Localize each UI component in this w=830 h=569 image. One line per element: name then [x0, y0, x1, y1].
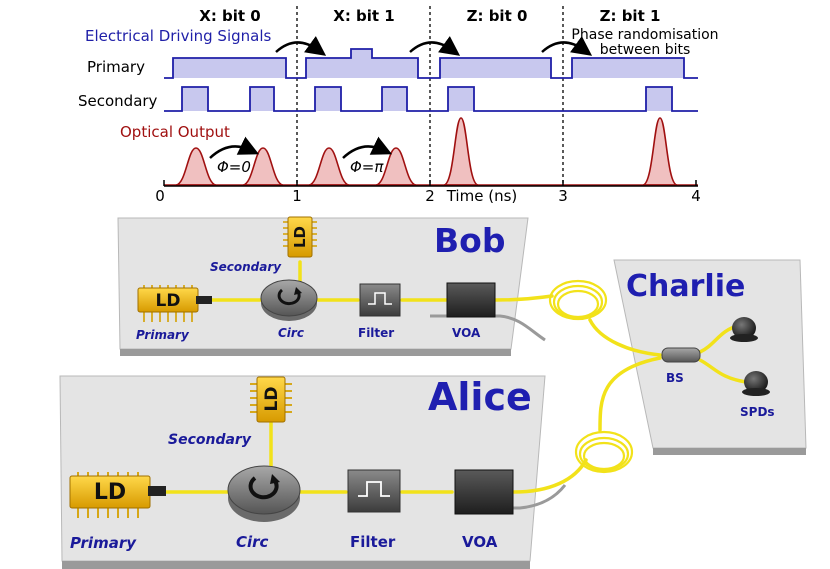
- grey-fiber-segments: [430, 314, 567, 510]
- bob-circ-label: Circ: [278, 326, 304, 340]
- optical-pulse: [175, 147, 217, 186]
- bob-primary-ld-label: LD: [156, 291, 181, 311]
- charlie-title: Charlie: [626, 269, 745, 304]
- optical-pulse: [308, 147, 350, 186]
- alice-primary-ld-label: LD: [94, 480, 126, 505]
- tick-2: 2: [425, 187, 435, 205]
- optical-pulse: [242, 147, 284, 186]
- alice-secondary-label: Secondary: [168, 432, 252, 448]
- bit-header-z1: Z: bit 1: [600, 7, 661, 25]
- bob-filter: [359, 283, 401, 317]
- primary-signal-label: Primary: [87, 58, 145, 76]
- optical-pulses: [175, 117, 678, 186]
- electrical-title: Electrical Driving Signals: [85, 27, 272, 45]
- optical-pulse: [443, 117, 479, 186]
- alice-primary-label: Primary: [70, 534, 137, 552]
- charlie-spds-label: SPDs: [740, 405, 775, 419]
- bit-boundary-lines: [296, 6, 564, 186]
- tick-4: 4: [691, 187, 701, 205]
- bob-primary-label: Primary: [136, 328, 190, 342]
- circulator-arrow-icon: [294, 287, 302, 295]
- bob-voa-label: VOA: [452, 326, 481, 340]
- bit-header-z0: Z: bit 0: [467, 7, 528, 25]
- alice-secondary-ld: LD: [250, 376, 292, 423]
- alice-circulator: [227, 465, 301, 522]
- circulator-arrow-icon: [270, 474, 280, 484]
- time-axis-label: Time (ns): [446, 187, 518, 205]
- alice-voa: [454, 469, 514, 515]
- charlie-beam-splitter: [661, 347, 701, 363]
- randomisation-arrow: [541, 36, 593, 56]
- alice-secondary-ld-label: LD: [262, 387, 282, 412]
- secondary-waveform: [164, 86, 698, 112]
- fibers: [163, 260, 748, 494]
- charlie-plate: [613, 259, 807, 455]
- tick-0: 0: [155, 187, 165, 205]
- alice-circ-label: Circ: [236, 533, 269, 551]
- randomisation-arrow: [409, 36, 461, 56]
- bob-components: Bob LD Secondary: [136, 216, 505, 342]
- alice-filter-label: Filter: [350, 533, 396, 551]
- bob-primary-ld: LD: [137, 285, 212, 322]
- bit-header-x1: X: bit 1: [333, 7, 395, 25]
- phase-zero-label: Φ=0: [217, 158, 251, 176]
- tick-3: 3: [558, 187, 568, 205]
- charlie-bs-label: BS: [666, 371, 684, 385]
- alice-primary-ld: LD: [69, 472, 166, 518]
- filter-passband-icon: [358, 481, 390, 497]
- timing-diagram: X: bit 0 X: bit 1 Z: bit 0 Z: bit 1 Elec…: [78, 6, 719, 205]
- filter-passband-icon: [368, 292, 392, 305]
- phase-pi-label: Φ=π: [350, 158, 384, 176]
- charlie-spd-bottom: [742, 371, 770, 396]
- primary-waveform: [164, 48, 698, 79]
- bob-title: Bob: [434, 221, 505, 260]
- alice-components: Alice LD Secondary: [69, 375, 532, 552]
- randomisation-arrow: [275, 36, 327, 56]
- bob-secondary-ld-label: LD: [291, 226, 309, 248]
- phase-arrow-x0: [209, 136, 260, 159]
- alice-filter: [347, 469, 401, 513]
- secondary-signal-label: Secondary: [78, 92, 158, 110]
- charlie-spd-top: [730, 317, 758, 342]
- charlie-components: Charlie BS SPDs: [626, 269, 775, 419]
- bob-circulator: [260, 279, 318, 321]
- optical-title: Optical Output: [120, 123, 230, 141]
- tick-1: 1: [292, 187, 302, 205]
- phase-arrow-x1: [342, 136, 393, 159]
- fiber-coils: [548, 279, 634, 474]
- alice-plate: [59, 375, 546, 569]
- optical-pulse: [642, 117, 678, 186]
- bit-header-x0: X: bit 0: [199, 7, 261, 25]
- alice-title: Alice: [428, 375, 532, 419]
- bob-voa: [446, 282, 496, 318]
- phase-note-line2: between bits: [600, 42, 691, 58]
- alice-voa-label: VOA: [462, 533, 498, 551]
- bob-secondary-ld: LD: [283, 216, 317, 258]
- optical-pulse: [375, 147, 417, 186]
- bob-plate: [117, 217, 529, 356]
- bob-secondary-label: Secondary: [210, 260, 282, 274]
- phase-note-line1: Phase randomisation: [571, 27, 718, 43]
- bob-filter-label: Filter: [358, 326, 394, 340]
